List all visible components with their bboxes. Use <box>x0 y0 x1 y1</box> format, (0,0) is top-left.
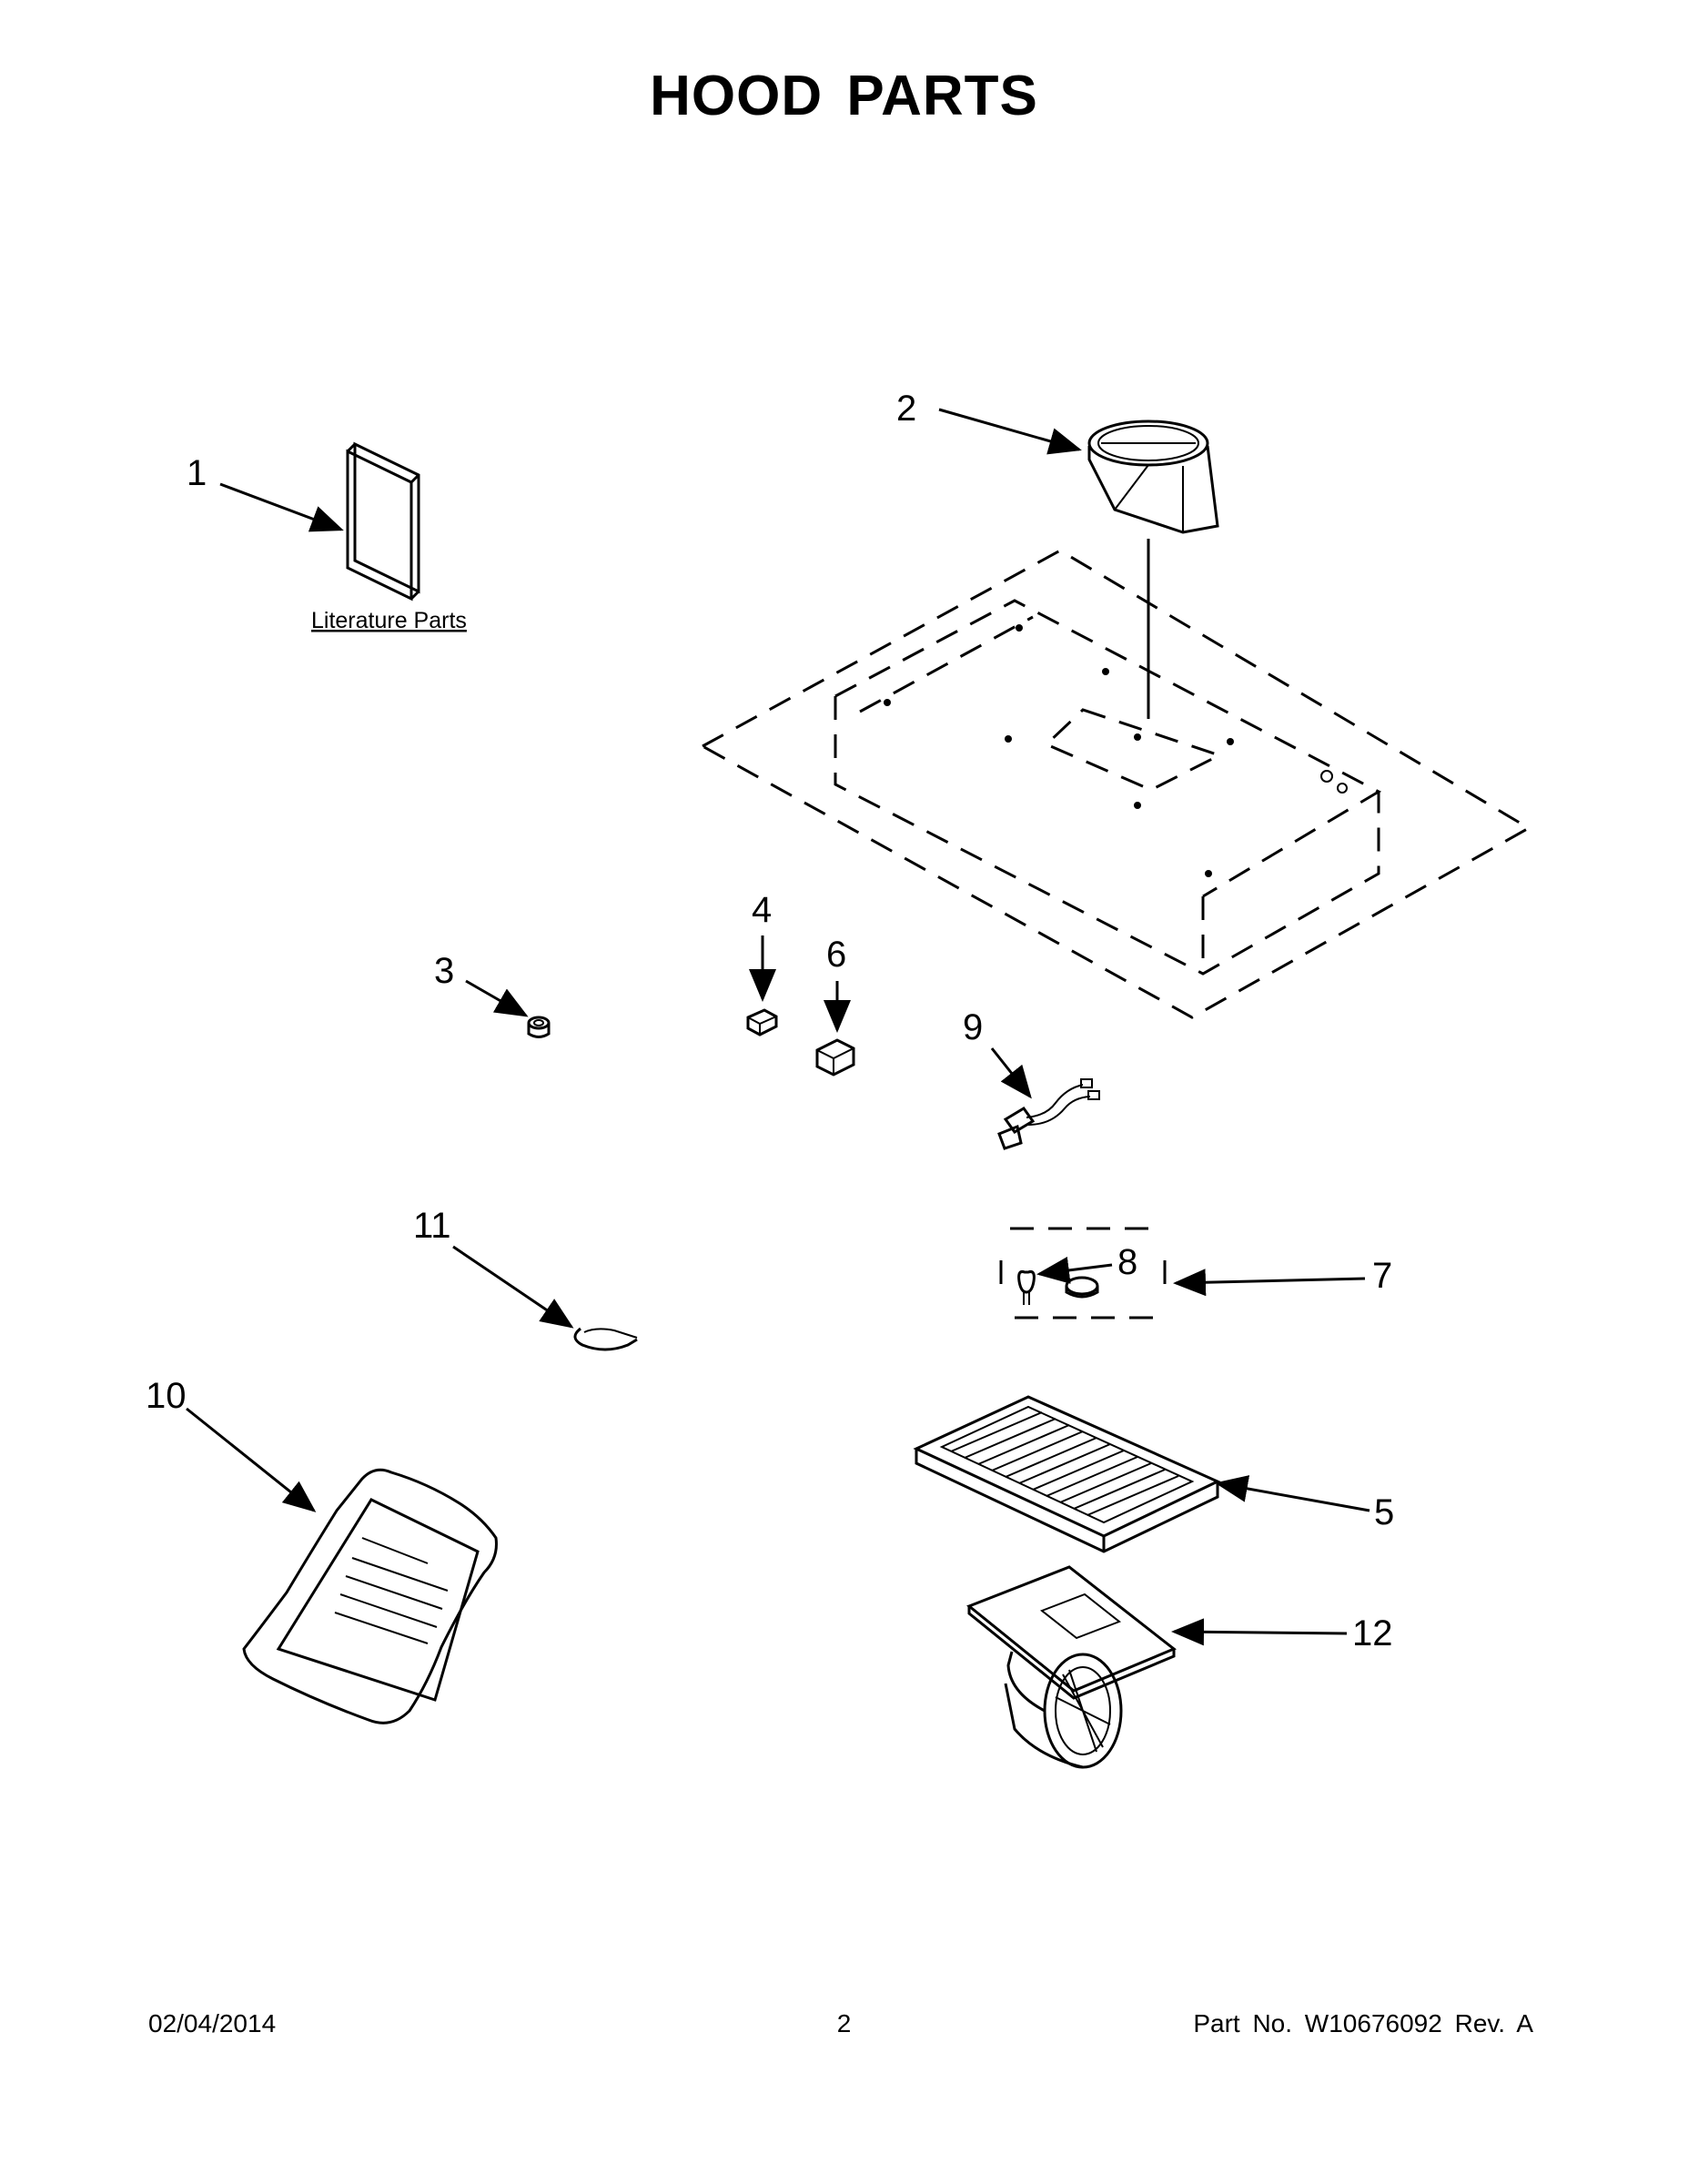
hood-housing-outline <box>699 549 1532 1019</box>
switch-part <box>746 1008 778 1036</box>
callout-12: 12 <box>1352 1613 1393 1653</box>
callout-2: 2 <box>896 389 916 429</box>
callout-3: 3 <box>434 951 454 991</box>
blower-assembly-part <box>966 1565 1177 1769</box>
nut-part <box>527 1016 551 1038</box>
footer-part-number: Part No. W10676092 Rev. A <box>1193 2009 1533 2037</box>
callout-10-leader <box>186 1407 317 1512</box>
literature-parts-booklet <box>346 441 420 602</box>
callout-6: 6 <box>826 935 846 975</box>
callout-7-leader <box>1173 1269 1366 1297</box>
wire-harness-part <box>997 1078 1100 1150</box>
grease-filter-part <box>913 1395 1221 1553</box>
light-kit-group <box>999 1227 1167 1320</box>
callout-12-leader <box>1171 1618 1348 1646</box>
callout-8: 8 <box>1117 1242 1137 1282</box>
callout-5-leader <box>1215 1475 1370 1512</box>
callout-1-leader <box>219 482 344 532</box>
page-title: HOOD PARTS <box>650 65 1038 127</box>
callout-7: 7 <box>1372 1256 1392 1296</box>
callout-3-leader <box>465 979 529 1017</box>
footer-page-number: 2 <box>836 2009 852 2037</box>
callout-9: 9 <box>963 1007 983 1047</box>
callout-11-leader <box>452 1245 574 1329</box>
duct-damper-part <box>1087 420 1219 719</box>
literature-parts-label: Literature Parts <box>311 608 467 633</box>
callout-2-leader <box>938 408 1082 455</box>
clip-part <box>573 1327 638 1351</box>
block-part <box>815 1038 855 1077</box>
halogen-bulb-part <box>1017 1270 1036 1305</box>
callout-1: 1 <box>187 453 207 493</box>
installation-instructions-part <box>242 1468 498 1724</box>
callout-5: 5 <box>1374 1492 1394 1532</box>
callout-4: 4 <box>752 890 772 930</box>
callout-11: 11 <box>413 1206 451 1246</box>
lamp-socket-part <box>1065 1276 1099 1299</box>
callout-8-leader <box>1036 1257 1113 1284</box>
footer-date: 02/04/2014 <box>148 2009 277 2037</box>
callout-10: 10 <box>146 1376 187 1416</box>
callout-9-leader <box>990 1047 1032 1099</box>
